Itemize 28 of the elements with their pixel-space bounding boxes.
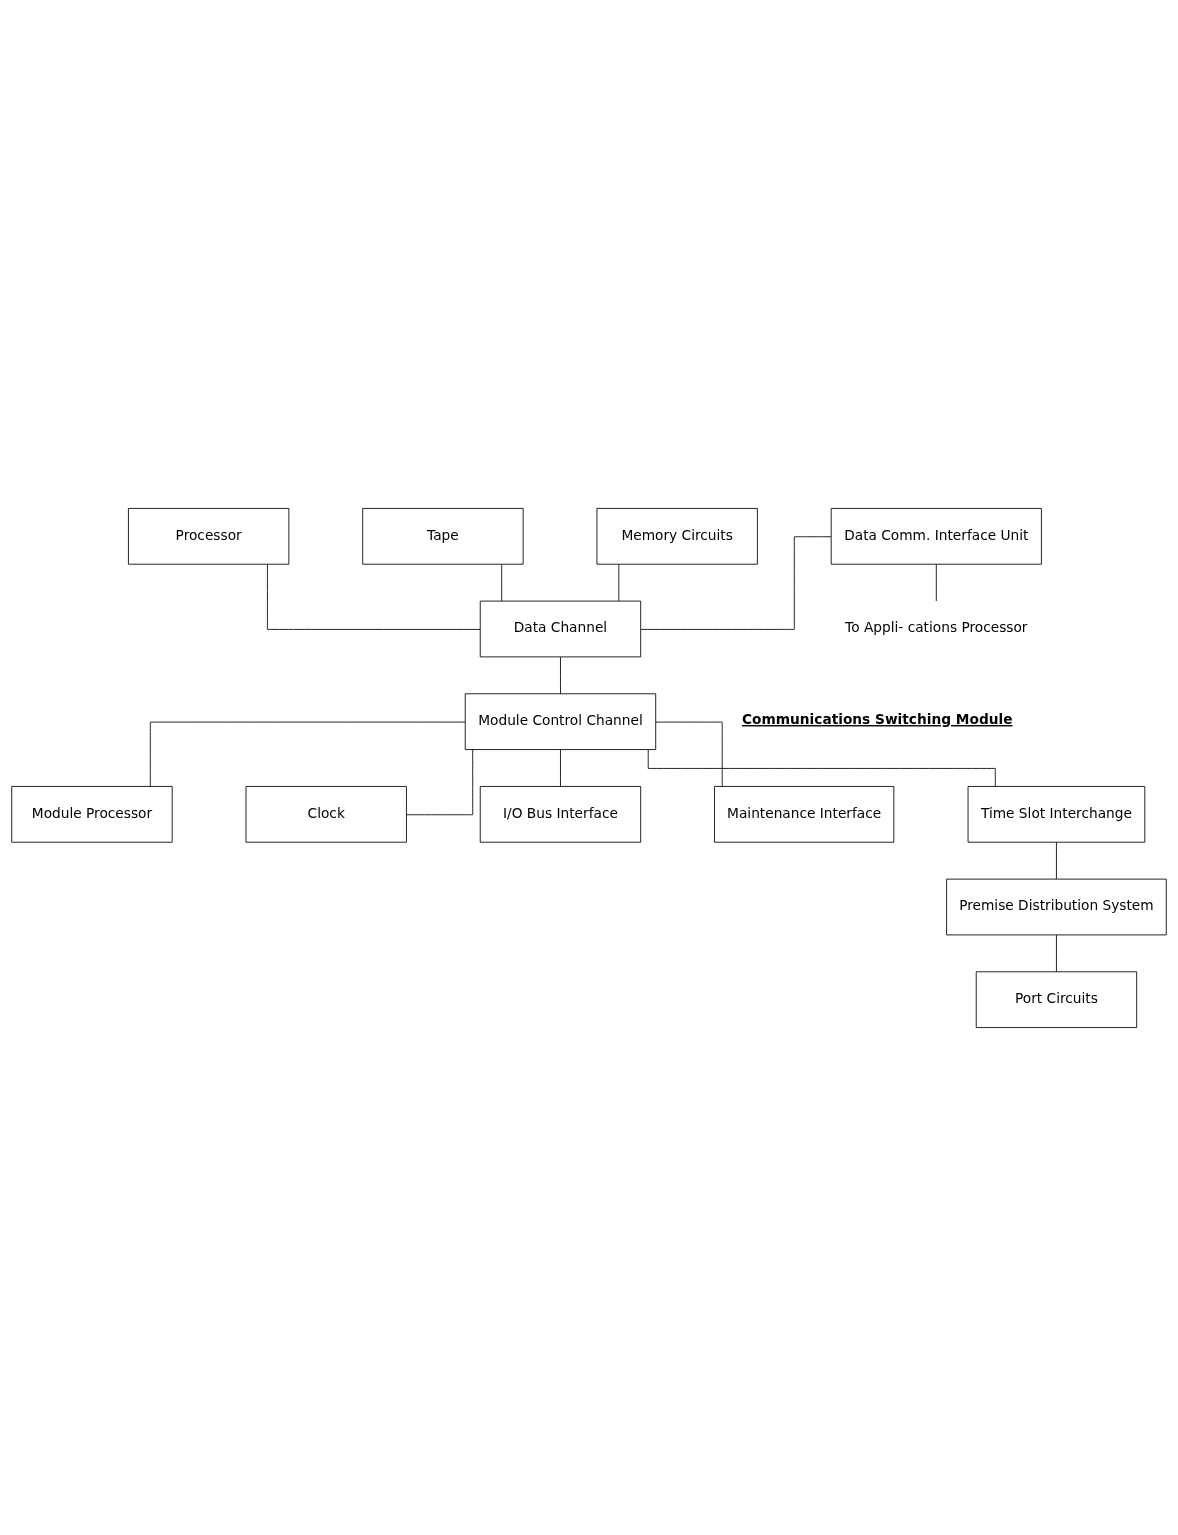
node-box: Data Channel bbox=[479, 600, 642, 657]
node-box: Processor bbox=[128, 507, 290, 565]
connector bbox=[640, 535, 832, 630]
node-box: Premise Distribution System bbox=[946, 878, 1167, 935]
connector bbox=[647, 748, 996, 787]
connector bbox=[1056, 841, 1057, 879]
node-box: I/O Bus Interface bbox=[479, 785, 642, 843]
connector bbox=[560, 748, 561, 787]
connector bbox=[149, 721, 466, 787]
node-box: Module Control Channel bbox=[464, 692, 657, 750]
node-box: Memory Circuits bbox=[596, 507, 758, 565]
node-box: Maintenance Interface bbox=[714, 785, 895, 843]
node-box: Port Circuits bbox=[975, 970, 1138, 1028]
label: Communications Switching Module bbox=[741, 710, 1013, 727]
node-box: Module Processor bbox=[11, 785, 173, 843]
connector bbox=[618, 563, 620, 601]
connector bbox=[501, 563, 503, 601]
connector bbox=[1056, 934, 1057, 972]
connector bbox=[560, 656, 561, 694]
connector bbox=[267, 563, 481, 630]
node-text: To Appli- cations Processor bbox=[845, 618, 1028, 635]
node-box: Time Slot Interchange bbox=[967, 785, 1146, 843]
connector bbox=[655, 721, 723, 787]
node-box: Tape bbox=[362, 507, 524, 565]
connector bbox=[935, 563, 937, 601]
node-box: Clock bbox=[245, 785, 407, 843]
node-box: Data Comm. Interface Unit bbox=[830, 507, 1042, 565]
connector bbox=[406, 748, 474, 815]
